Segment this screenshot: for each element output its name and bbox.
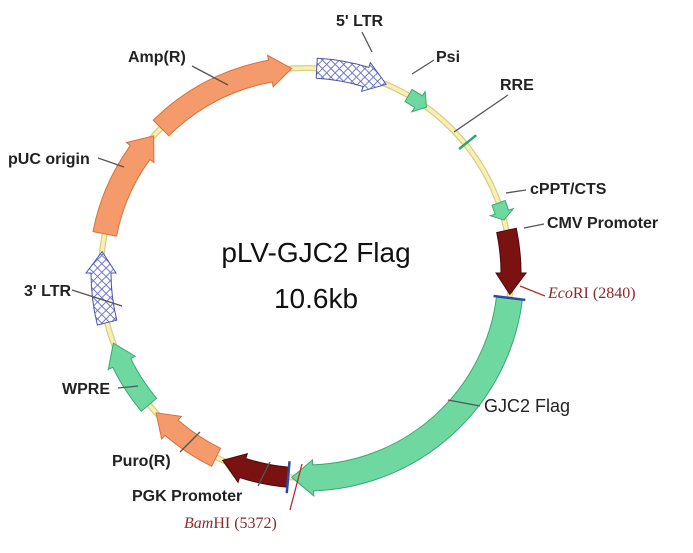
feature-cppt-cts-arrow xyxy=(488,199,515,221)
feature-cmv-promoter-arrow xyxy=(495,227,528,296)
leader-ecori xyxy=(519,285,546,297)
site-bamhi-label: BamHI(5372) xyxy=(184,515,277,532)
leader-3ltr xyxy=(71,289,123,307)
site-ecori-enzyme: Eco xyxy=(547,285,573,302)
feature-wpre-arrow xyxy=(107,342,158,412)
label-cppt: cPPT/CTS xyxy=(530,181,607,198)
site-ecori-suffix: RI xyxy=(573,285,589,302)
label-amp: Amp(R) xyxy=(128,49,186,66)
label-psi: Psi xyxy=(436,49,460,66)
site-ecori-position: (2840) xyxy=(593,285,636,302)
leader-cmv xyxy=(523,223,545,229)
label-3ltr: 3' LTR xyxy=(24,283,72,300)
feature-rre-tick xyxy=(458,134,477,150)
site-ecori-mark xyxy=(493,294,526,302)
site-bamhi-position: (5372) xyxy=(234,515,277,532)
site-bamhi-suffix: HI xyxy=(213,515,230,532)
leader-psi xyxy=(411,59,435,75)
leader-rre xyxy=(453,94,509,133)
feature-3-ltr-arrow xyxy=(84,250,118,326)
site-bamhi-mark xyxy=(285,461,291,494)
feature-pgk-promoter-arrow xyxy=(221,452,290,488)
label-gjc2: GJC2 Flag xyxy=(484,396,570,416)
leader-wpre xyxy=(117,385,139,389)
label-rre: RRE xyxy=(500,77,534,94)
leader-bamhi xyxy=(289,463,303,511)
label-5ltr: 5' LTR xyxy=(336,13,384,30)
plasmid-size: 10.6kb xyxy=(274,283,358,314)
label-puc: pUC origin xyxy=(8,151,90,168)
leader-puro xyxy=(179,431,201,453)
feature-puro-r-arrow xyxy=(155,412,222,467)
label-puro: Puro(R) xyxy=(112,453,171,470)
label-cmv: CMV Promoter xyxy=(547,215,658,232)
leader-pgk xyxy=(257,461,271,487)
leader-amp xyxy=(191,65,229,86)
plasmid-title: pLV-GJC2 Flag xyxy=(221,237,410,268)
leader-gjc2 xyxy=(447,399,481,407)
site-bamhi-enzyme: Bam xyxy=(184,515,213,532)
leader-5ltr xyxy=(361,31,373,53)
site-ecori-label: EcoRI(2840) xyxy=(547,285,636,302)
feature-gjc2-flag-arrow xyxy=(290,295,523,497)
leader-puc xyxy=(97,157,125,168)
label-pgk: PGK Promoter xyxy=(132,488,242,505)
feature-5-ltr-arrow xyxy=(315,57,387,93)
feature-puc-origin-arrow xyxy=(92,135,155,237)
feature-amp-r-arrow xyxy=(152,54,293,137)
leader-cppt xyxy=(505,189,527,194)
feature-psi-arrow xyxy=(404,88,428,113)
label-wpre: WPRE xyxy=(62,381,110,398)
